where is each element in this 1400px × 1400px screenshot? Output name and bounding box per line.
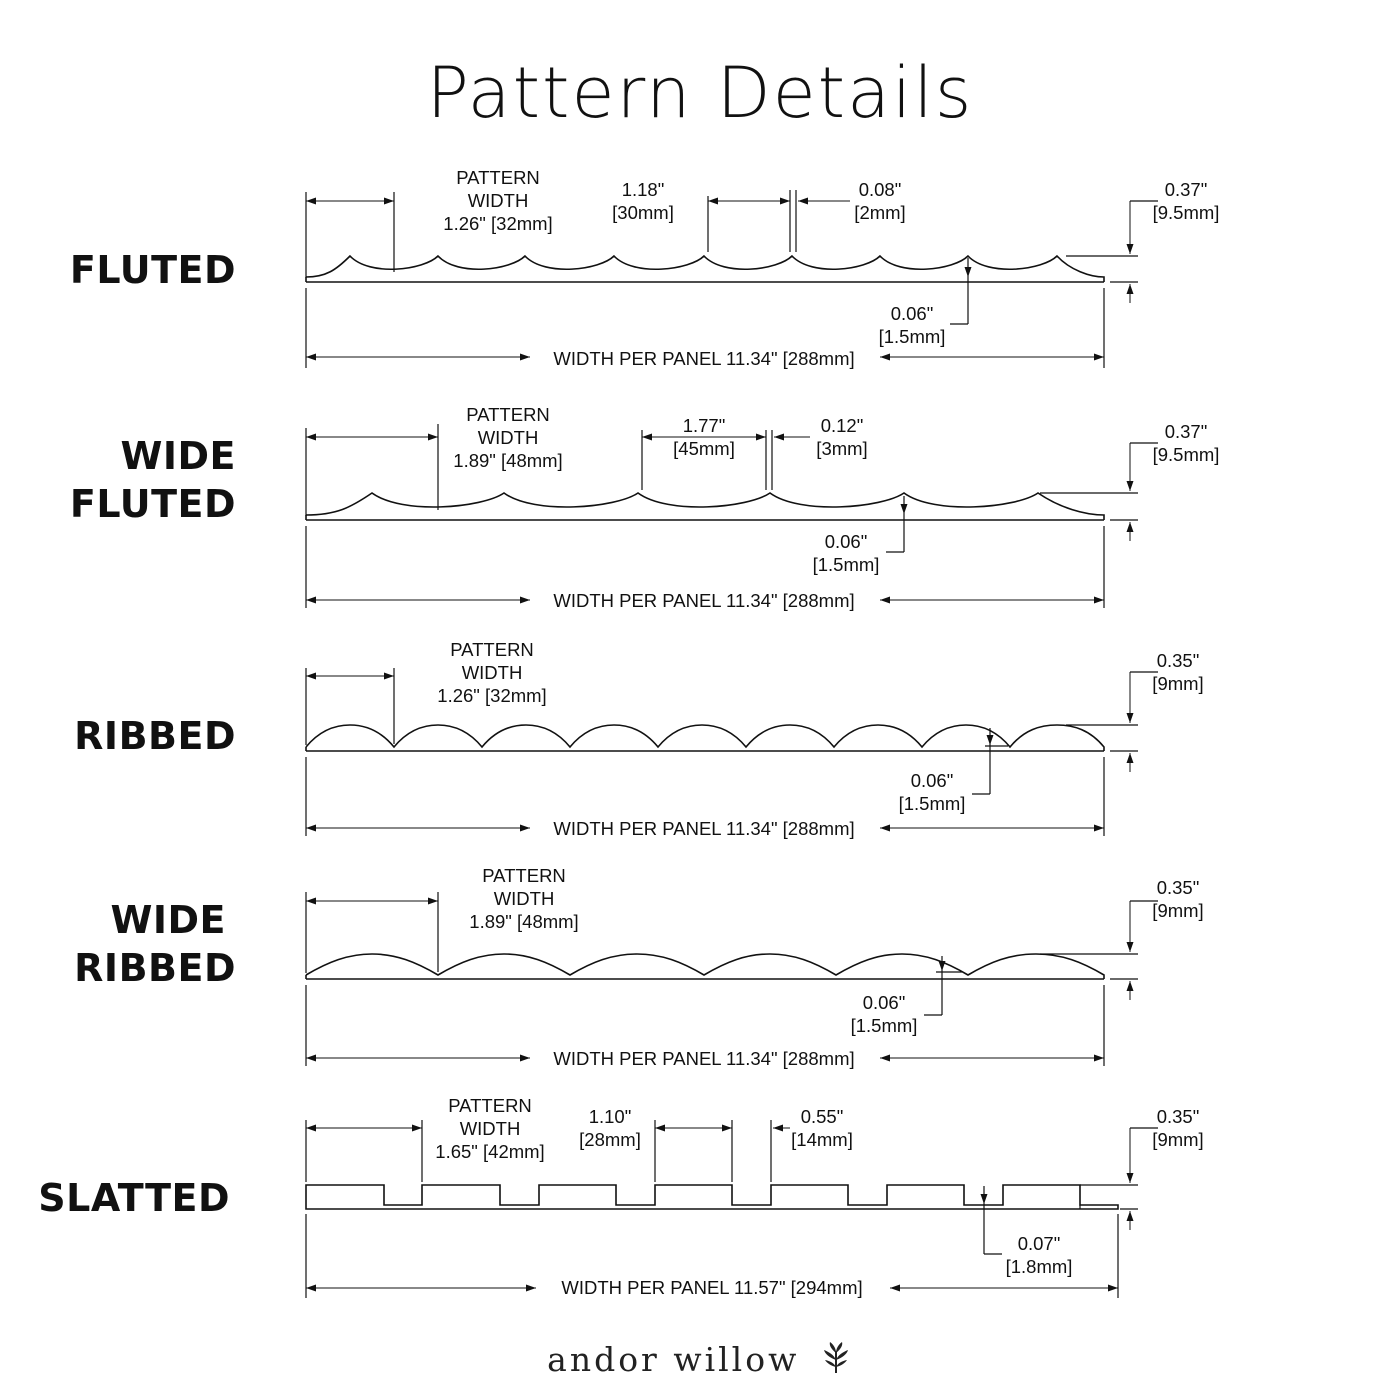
pattern-width-label-slatted: PATTERN WIDTH 1.65" [42mm]: [435, 1095, 545, 1162]
dimension-label-wide-fluted-b: 0.12"[3mm]: [816, 415, 868, 459]
dimension-label-fluted-a: 1.18"[30mm]: [612, 179, 674, 223]
dimension-label-fluted-b: 0.08"[2mm]: [854, 179, 906, 223]
height-label-ribbed: 0.35"[9mm]: [1152, 650, 1204, 694]
section-label-wide-fluted: WIDE FLUTED: [69, 434, 236, 526]
section-label-fluted: FLUTED: [69, 248, 236, 292]
base-label-ribbed: 0.06"[1.5mm]: [898, 770, 966, 814]
brand-wordmark: andor willow: [0, 1340, 1400, 1379]
pattern-width-label-ribbed: PATTERN WIDTH 1.26" [32mm]: [437, 639, 547, 706]
dimension-label-slatted-a: 1.10"[28mm]: [579, 1106, 641, 1150]
panel-width-label-slatted: WIDTH PER PANEL 11.57" [294mm]: [557, 1276, 867, 1299]
wide-fluted-profile: [306, 493, 1104, 520]
height-label-wide-fluted: 0.37"[9.5mm]: [1152, 421, 1220, 465]
leaf-sprig-icon: [823, 1342, 848, 1375]
wide-ribbed-profile: [306, 954, 1104, 979]
slatted-profile: [306, 1185, 1118, 1209]
base-label-wide-fluted: 0.06"[1.5mm]: [812, 531, 880, 575]
panel-width-label-fluted: WIDTH PER PANEL 11.34" [288mm]: [549, 347, 859, 370]
base-label-fluted: 0.06"[1.5mm]: [878, 303, 946, 347]
fluted-profile: [306, 256, 1104, 282]
section-label-slatted: SLATTED: [38, 1176, 230, 1220]
height-label-slatted: 0.35"[9mm]: [1152, 1106, 1204, 1150]
dimension-label-slatted-b: 0.55"[14mm]: [791, 1106, 853, 1150]
base-label-slatted: 0.07"[1.8mm]: [1005, 1233, 1073, 1277]
page-title: Pattern Details: [426, 52, 974, 134]
dimension-label-wide-fluted-a: 1.77"[45mm]: [673, 415, 735, 459]
base-label-wide-ribbed: 0.06"[1.5mm]: [850, 992, 918, 1036]
pattern-width-label-wide-fluted: PATTERN WIDTH 1.89" [48mm]: [453, 404, 563, 471]
pattern-width-label-fluted: PATTERN WIDTH 1.26" [32mm]: [443, 167, 553, 234]
height-label-wide-ribbed: 0.35"[9mm]: [1152, 877, 1204, 921]
pattern-width-label-wide-ribbed: PATTERN WIDTH 1.89" [48mm]: [469, 865, 579, 932]
panel-width-label-wide-fluted: WIDTH PER PANEL 11.34" [288mm]: [549, 589, 859, 612]
ribbed-profile: [306, 725, 1104, 751]
height-label-fluted: 0.37"[9.5mm]: [1152, 179, 1220, 223]
panel-width-label-wide-ribbed: WIDTH PER PANEL 11.34" [288mm]: [549, 1047, 859, 1070]
brand-name: andor willow: [547, 1340, 800, 1379]
section-label-ribbed: RIBBED: [74, 714, 236, 758]
panel-width-label-ribbed: WIDTH PER PANEL 11.34" [288mm]: [549, 817, 859, 840]
section-label-wide-ribbed: WIDE RIBBED: [74, 898, 236, 990]
